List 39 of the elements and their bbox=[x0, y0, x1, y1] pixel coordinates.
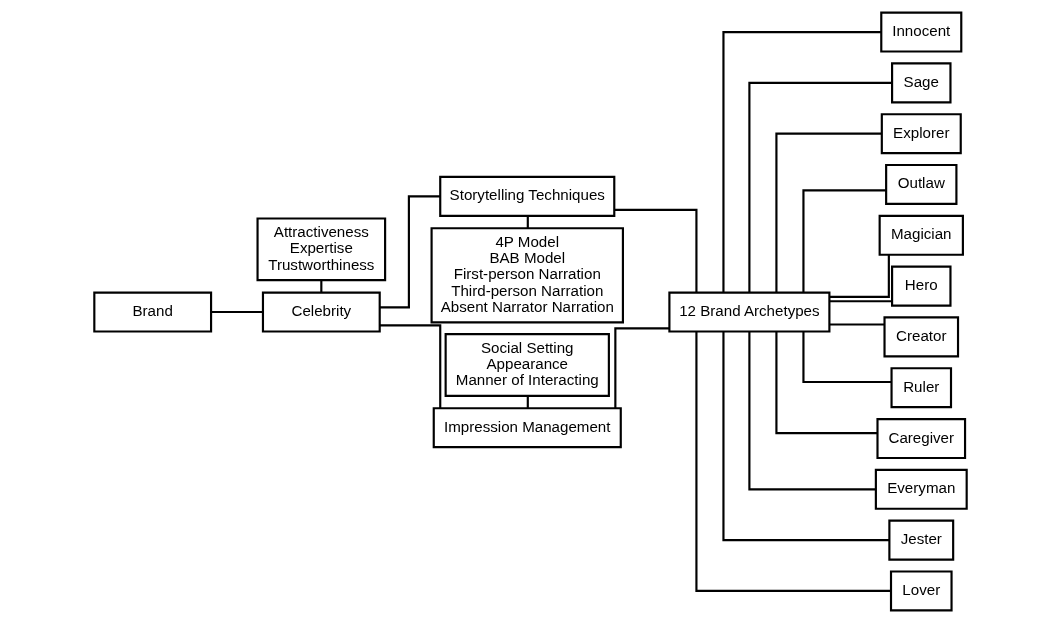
node-box: Storytelling Techniques bbox=[439, 175, 616, 217]
node-box: Magician bbox=[878, 214, 964, 256]
node-box: Caregiver bbox=[876, 418, 967, 460]
connector bbox=[526, 396, 529, 408]
node-box: Hero bbox=[891, 265, 952, 307]
node-box: Ruler bbox=[890, 367, 953, 409]
node-box: 4P Model BAB Model First-person Narration Third-person Narration Absent Narrator Narration bbox=[430, 227, 624, 324]
connector bbox=[211, 310, 263, 314]
connector bbox=[722, 331, 890, 542]
connector bbox=[614, 208, 698, 293]
node-box: Creator bbox=[883, 316, 960, 358]
node-box: Explorer bbox=[880, 113, 962, 155]
node-box: Sage bbox=[891, 62, 952, 104]
node-box: Brand bbox=[93, 291, 213, 333]
connector bbox=[802, 331, 892, 384]
connector bbox=[829, 300, 892, 303]
connector bbox=[802, 189, 886, 293]
node-box: Outlaw bbox=[885, 163, 958, 205]
node-box: 12 Brand Archetypes bbox=[668, 291, 831, 333]
connector bbox=[379, 195, 440, 309]
node-box: Impression Management bbox=[432, 407, 622, 449]
connector bbox=[829, 254, 890, 298]
node-box: Attractiveness Expertise Trustworthiness bbox=[256, 217, 387, 282]
connector bbox=[614, 327, 670, 409]
connector bbox=[775, 132, 882, 293]
connector bbox=[320, 280, 323, 293]
node-box: Social Setting Appearance Manner of Interacting bbox=[444, 333, 610, 397]
connector bbox=[775, 332, 878, 435]
connector bbox=[379, 324, 442, 408]
connector bbox=[748, 331, 876, 491]
node-box: Innocent bbox=[880, 11, 963, 53]
node-box: Lover bbox=[889, 570, 953, 612]
node-box: Jester bbox=[888, 519, 955, 561]
connector bbox=[722, 31, 882, 293]
connector bbox=[829, 323, 885, 326]
connector bbox=[748, 81, 892, 293]
node-box: Everyman bbox=[874, 468, 968, 510]
connector bbox=[695, 331, 891, 592]
node-box: Celebrity bbox=[261, 291, 381, 333]
